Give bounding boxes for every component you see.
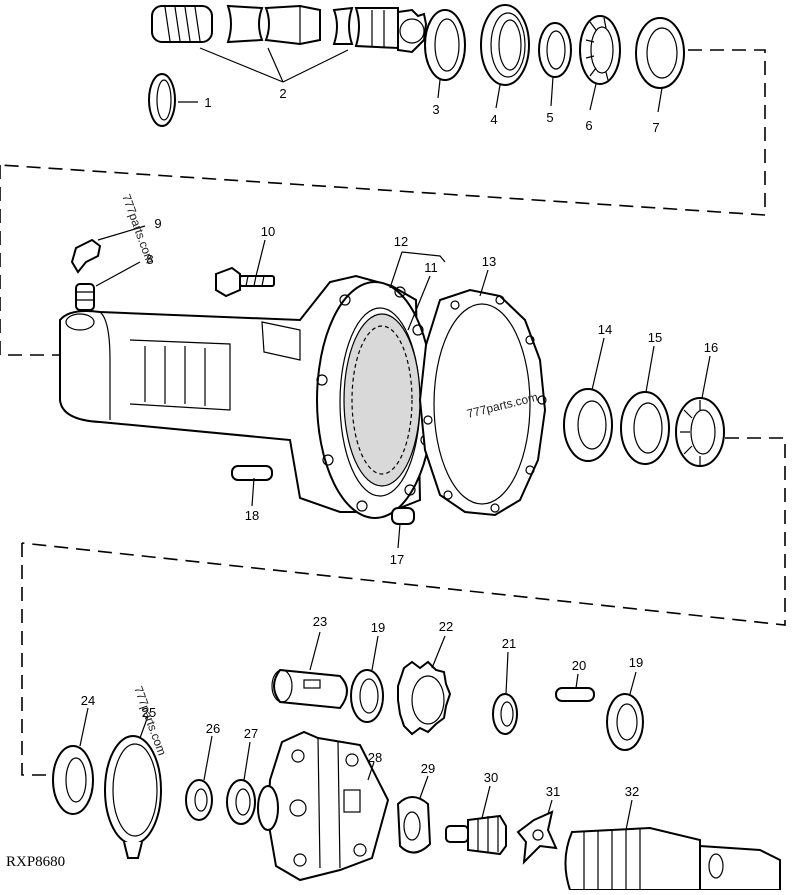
callout-29: 29 [421, 761, 435, 776]
callout-25: 25 [142, 705, 156, 720]
callout-21: 21 [502, 636, 516, 651]
part-16-bearing-cone [675, 397, 725, 467]
callout-4: 4 [490, 112, 497, 127]
part-31-thrust-plate [516, 810, 558, 865]
part-24-washer [52, 745, 94, 815]
part-2-shaft-assembly [151, 4, 428, 54]
part-6-bearing-cone [579, 15, 621, 85]
part-5-ring [538, 22, 572, 78]
watermark-1: 777parts.com [119, 192, 157, 265]
callout-13: 13 [482, 254, 496, 269]
callout-20: 20 [572, 658, 586, 673]
part-27-washer [226, 779, 256, 825]
callout-8: 8 [146, 252, 153, 267]
part-29-bushing [396, 796, 432, 854]
callout-5: 5 [546, 110, 553, 125]
callout-19-left: 19 [371, 620, 385, 635]
callout-27: 27 [244, 726, 258, 741]
part-4-seal [480, 4, 530, 86]
part-9-grease-fitting [70, 238, 102, 274]
part-13-gasket [418, 288, 547, 517]
part-15-bearing-cup [620, 391, 670, 465]
callout-16: 16 [704, 340, 718, 355]
callout-32: 32 [625, 784, 639, 799]
part-1-snap-ring [148, 73, 176, 127]
part-25-snap-ring [104, 735, 162, 859]
callout-30: 30 [484, 770, 498, 785]
callout-15: 15 [648, 330, 662, 345]
part-3-seal [424, 9, 466, 81]
part-26-washer [185, 779, 213, 821]
part-14-seal [563, 388, 613, 462]
callout-6: 6 [585, 118, 592, 133]
callout-1: 1 [204, 95, 211, 110]
callout-7: 7 [652, 120, 659, 135]
part-23-sleeve [271, 668, 348, 710]
part-10-cap-screw [215, 266, 275, 298]
diagram-code: RXP8680 [6, 854, 65, 870]
part-22-planet-gear [397, 660, 452, 736]
callout-23: 23 [313, 614, 327, 629]
callout-19-right: 19 [629, 655, 643, 670]
part-8-plug [75, 283, 95, 311]
callout-10: 10 [261, 224, 275, 239]
callout-9: 9 [154, 216, 161, 231]
callout-labels: 2 1 3 4 5 6 7 8 9 10 11 12 13 14 15 16 1… [81, 86, 718, 799]
callout-3: 3 [432, 102, 439, 117]
callout-18: 18 [245, 508, 259, 523]
part-19-thrust-washer [350, 669, 384, 723]
callout-28: 28 [368, 750, 382, 765]
callout-26: 26 [206, 721, 220, 736]
part-11-ring-gear [343, 313, 421, 487]
callout-22: 22 [439, 619, 453, 634]
callout-11: 11 [424, 260, 438, 275]
part-18-dowel-pin [231, 465, 273, 481]
assembly-guide-lines [0, 49, 786, 776]
part-32-axle-shaft [564, 826, 781, 891]
callout-14: 14 [598, 322, 612, 337]
part-7-bearing-cup [635, 17, 685, 89]
callout-2: 2 [279, 86, 286, 101]
part-30-sun-gear [445, 814, 507, 856]
callout-17: 17 [390, 552, 404, 567]
callout-24: 24 [81, 693, 95, 708]
part-19-thrust-washer-right [606, 693, 644, 751]
part-28-planet-carrier [257, 730, 390, 882]
leader-lines [79, 47, 711, 831]
callout-31: 31 [546, 784, 560, 799]
part-21-bushing [492, 693, 518, 735]
part-17-dowel-pin [391, 507, 415, 525]
callout-12: 12 [394, 234, 408, 249]
part-20-pin [555, 687, 595, 702]
